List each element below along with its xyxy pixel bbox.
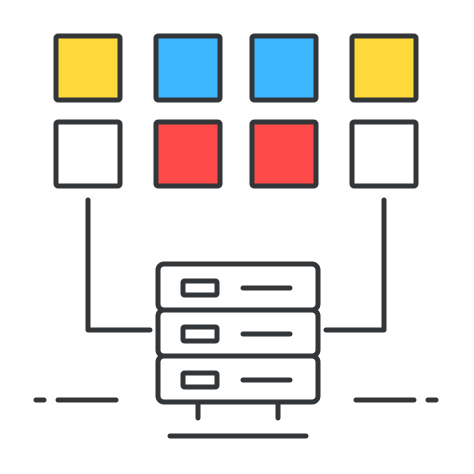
block-row2-col2 [153,119,223,189]
connector-left [85,197,153,333]
connector-right [323,197,387,333]
server-stack [155,261,321,439]
server-unit-3-slot-icon [180,370,220,390]
block-row1-col4 [349,33,419,103]
server-unit-2-slot-icon [180,324,220,344]
block-row1-col2 [153,33,223,103]
server-unit-1-slot-icon [180,278,220,298]
block-row1-col1 [53,33,123,103]
block-row1-col3 [249,33,319,103]
block-row2-col4 [349,119,419,189]
server-unit-3 [155,353,321,405]
block-row2-col1 [53,119,123,189]
block-row2-col3 [249,119,319,189]
